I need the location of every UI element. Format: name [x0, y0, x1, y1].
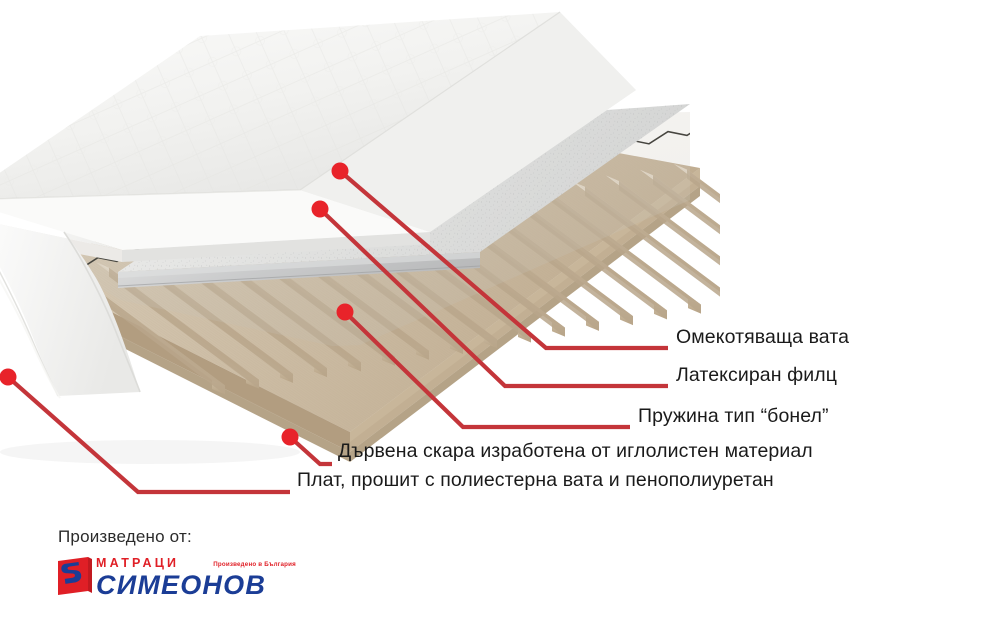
quilted-fabric-cover	[0, 11, 636, 262]
callout-label-bonnell-spring: Пружина тип “бонел”	[638, 405, 829, 427]
logo-tagline-text: Произведено в България	[213, 561, 296, 568]
callout-label-latex-felt: Латексиран филц	[676, 364, 838, 386]
logo-wordmark: МАТРАЦИ Произведено в България СИМЕОНОВ	[96, 557, 296, 599]
manufacturer-footer: Произведено от: МАТРАЦИ Произведено в Бъ…	[58, 527, 296, 599]
mattress-cutaway-illustration	[0, 11, 720, 464]
lightning-bolt-icon	[58, 557, 92, 595]
callout-label-quilted-fabric: Плат, прошит с полиестерна вата и пенопо…	[297, 469, 774, 491]
callout-label-wooden-slat-frame: Дървена скара изработена от иглолистен м…	[338, 440, 813, 462]
logo-top-line: МАТРАЦИ Произведено в България	[96, 557, 296, 571]
simeonov-logo[interactable]: МАТРАЦИ Произведено в България СИМЕОНОВ	[58, 557, 296, 599]
made-by-label: Произведено от:	[58, 527, 192, 546]
logo-simeonov-text: СИМЕОНОВ	[96, 570, 267, 600]
callout-label-softening-wadding: Омекотяваща вата	[676, 326, 850, 348]
logo-matraci-text: МАТРАЦИ	[96, 556, 180, 570]
mattress-svg	[0, 11, 720, 464]
